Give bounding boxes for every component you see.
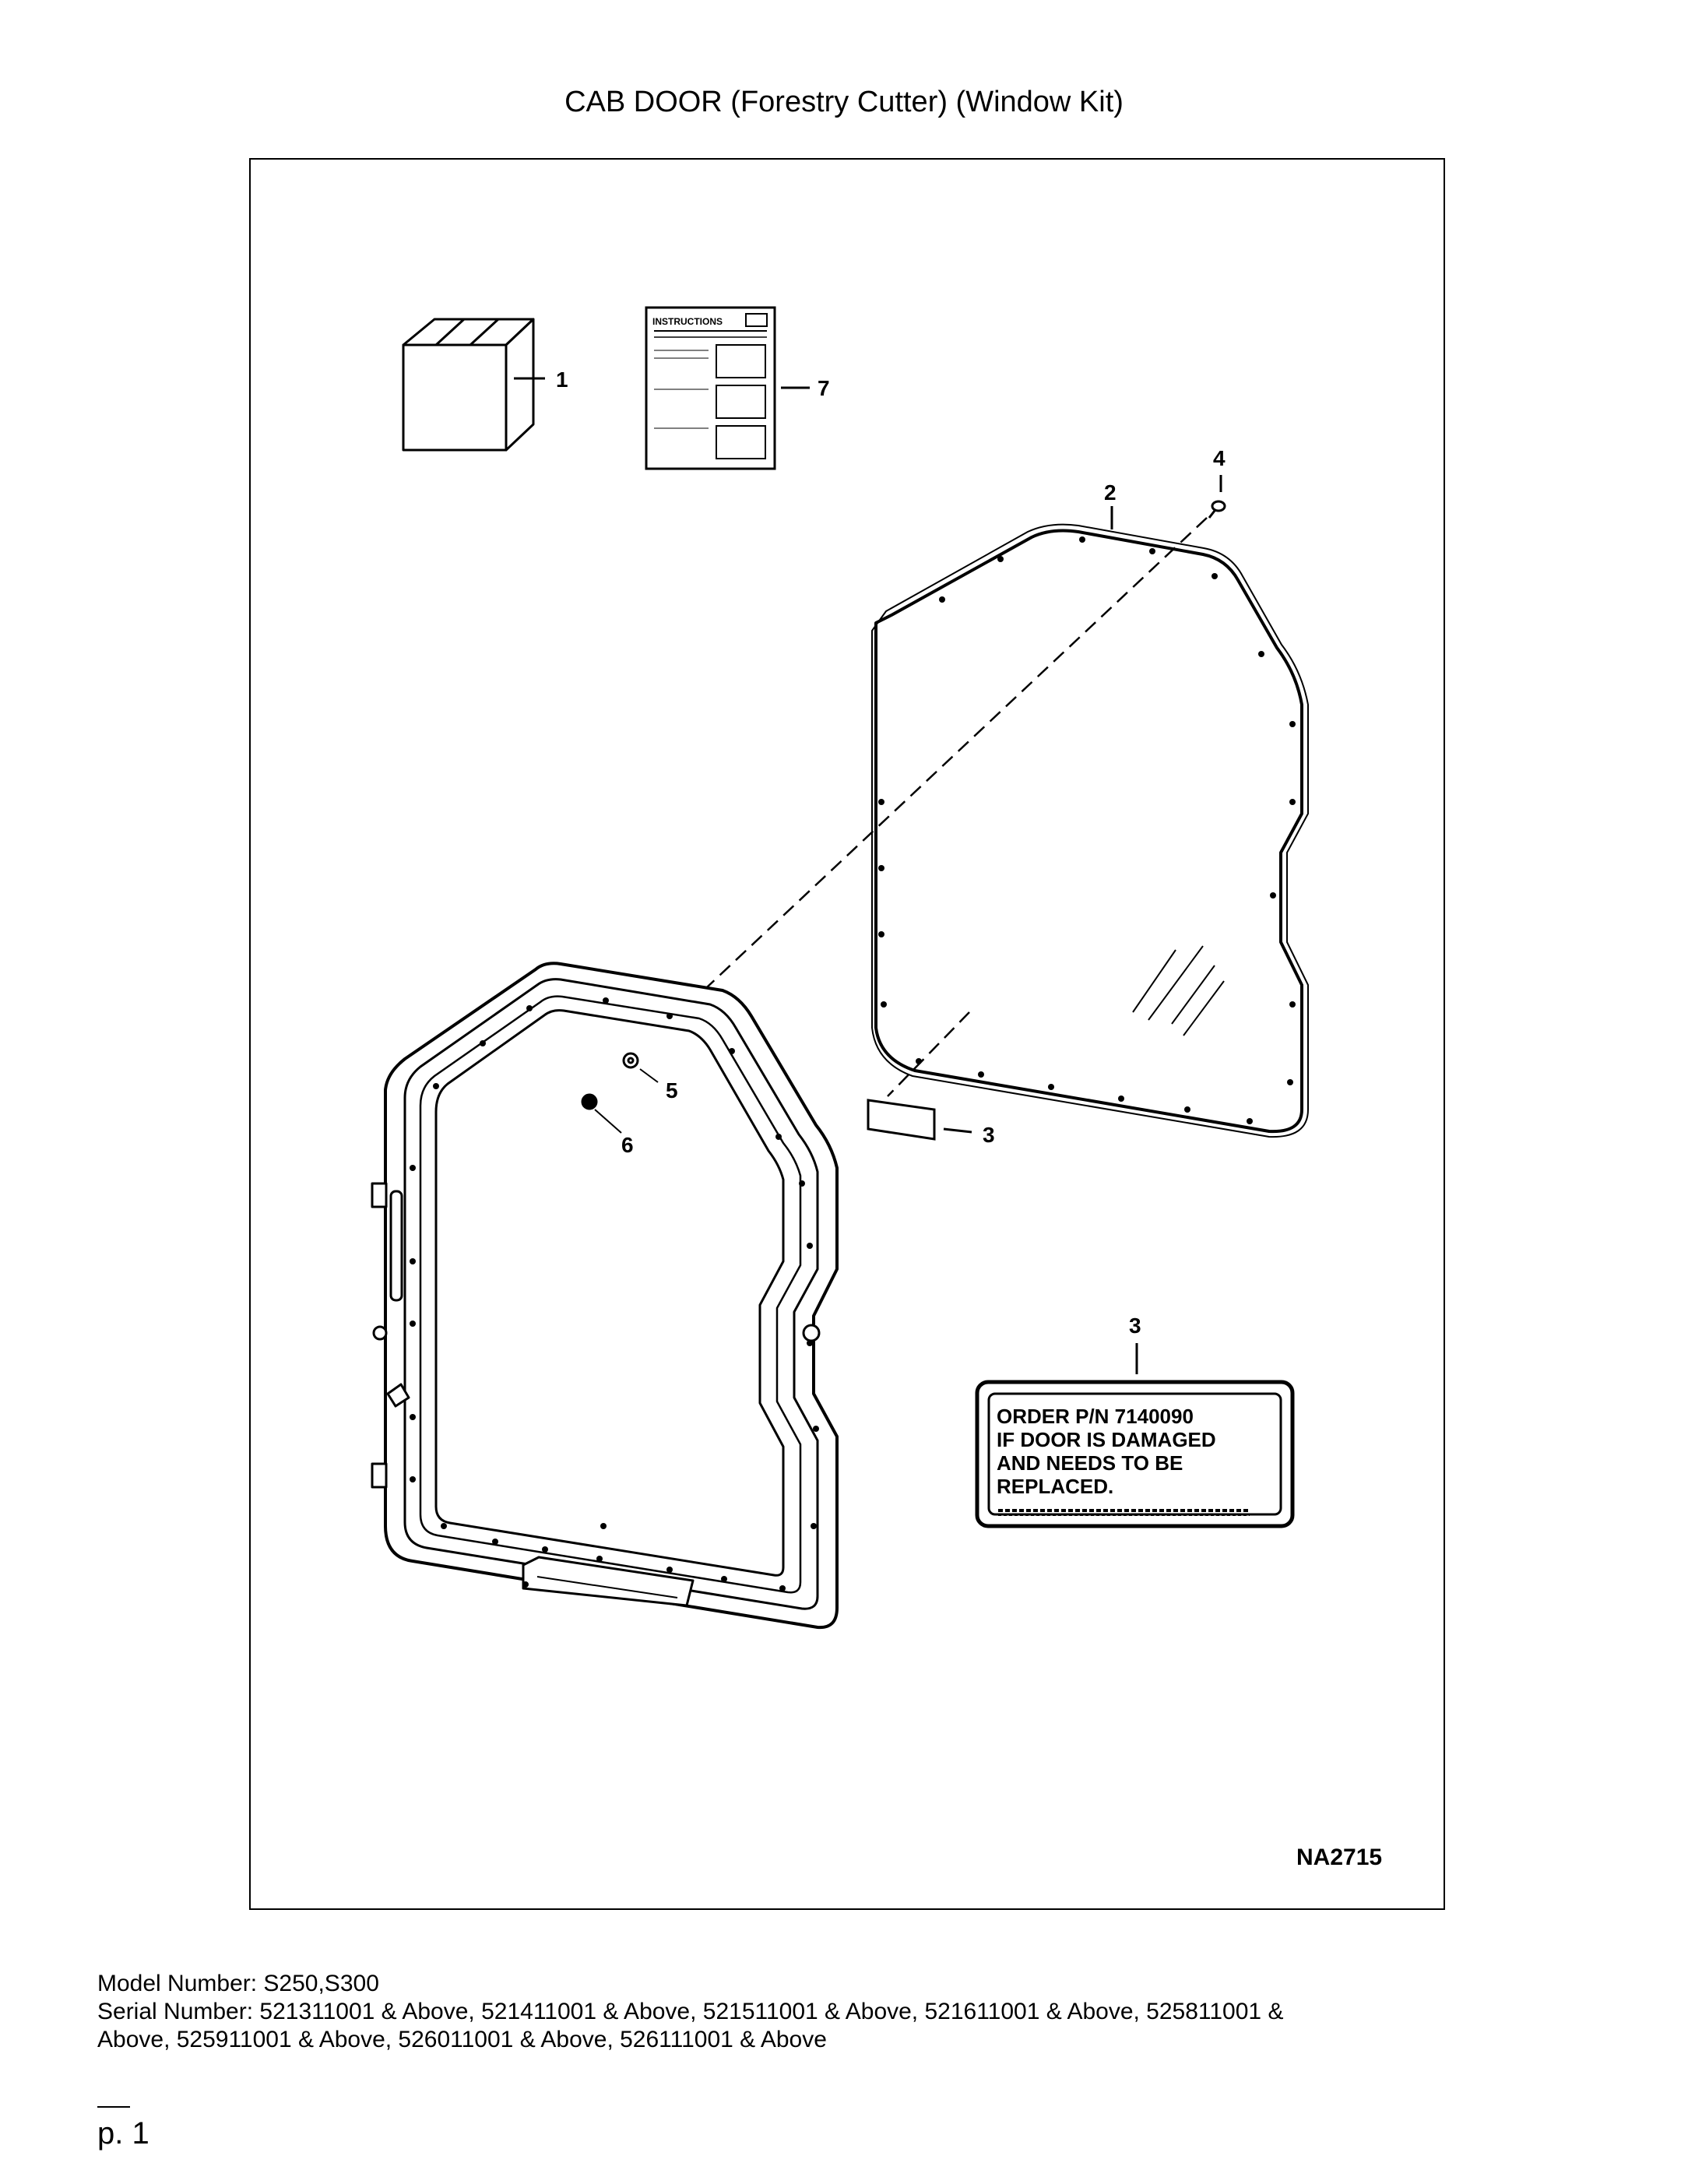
callout-1: 1 (556, 368, 568, 392)
decal-line-3: AND NEEDS TO BE (997, 1451, 1183, 1475)
window-glare-lines (1132, 945, 1225, 1036)
callout-3-detail: 3 (1129, 1314, 1141, 1338)
part-box-illustration (402, 318, 535, 452)
fastener-illustration (1208, 500, 1226, 519)
footer: Model Number: S250,S300 Serial Number: 5… (97, 1970, 1592, 2054)
diagram-frame (249, 158, 1445, 1910)
serial-number-line-2: Above, 525911001 & Above, 526011001 & Ab… (97, 2027, 827, 2052)
assembly-dashed-line-window (630, 517, 1208, 1060)
decal-line-4: REPLACED. (997, 1475, 1113, 1498)
decal-small-illustration (867, 1099, 936, 1141)
door-frame-fastener-holes (410, 997, 819, 1591)
decal-line-2: IF DOOR IS DAMAGED (997, 1428, 1216, 1451)
callout-6: 6 (621, 1133, 634, 1157)
callout-3-small: 3 (983, 1123, 995, 1147)
callout-5: 5 (666, 1078, 678, 1103)
callout-2: 2 (1104, 480, 1117, 505)
callout-4: 4 (1213, 446, 1226, 470)
nut-illustration (581, 1093, 598, 1110)
assembly-dashed-line-decal (887, 1011, 970, 1097)
leader-line-5 (639, 1068, 659, 1083)
serial-number-line-1: Serial Number: 521311001 & Above, 521411… (97, 1999, 1284, 2024)
page-number: p. 1 (97, 2116, 149, 2151)
window-panel-fastener-holes (878, 536, 1296, 1124)
page-divider (97, 2106, 130, 2108)
door-frame-illustration (371, 962, 839, 1630)
washer-illustration (622, 1052, 639, 1069)
model-number: Model Number: S250,S300 (97, 1971, 379, 1996)
leader-line-6 (594, 1109, 622, 1134)
instructions-sheet-label: INSTRUCTIONS (652, 316, 723, 327)
page-title: CAB DOOR (Forestry Cutter) (Window Kit) (564, 86, 1124, 118)
leader-line-3-small (943, 1127, 972, 1134)
instructions-sheet-illustration (645, 306, 776, 470)
callout-7: 7 (818, 376, 830, 400)
decal-line-1: ORDER P/N 7140090 (997, 1405, 1194, 1428)
decal-detail-illustration (975, 1380, 1295, 1528)
figure-id: NA2715 (1296, 1845, 1382, 1870)
